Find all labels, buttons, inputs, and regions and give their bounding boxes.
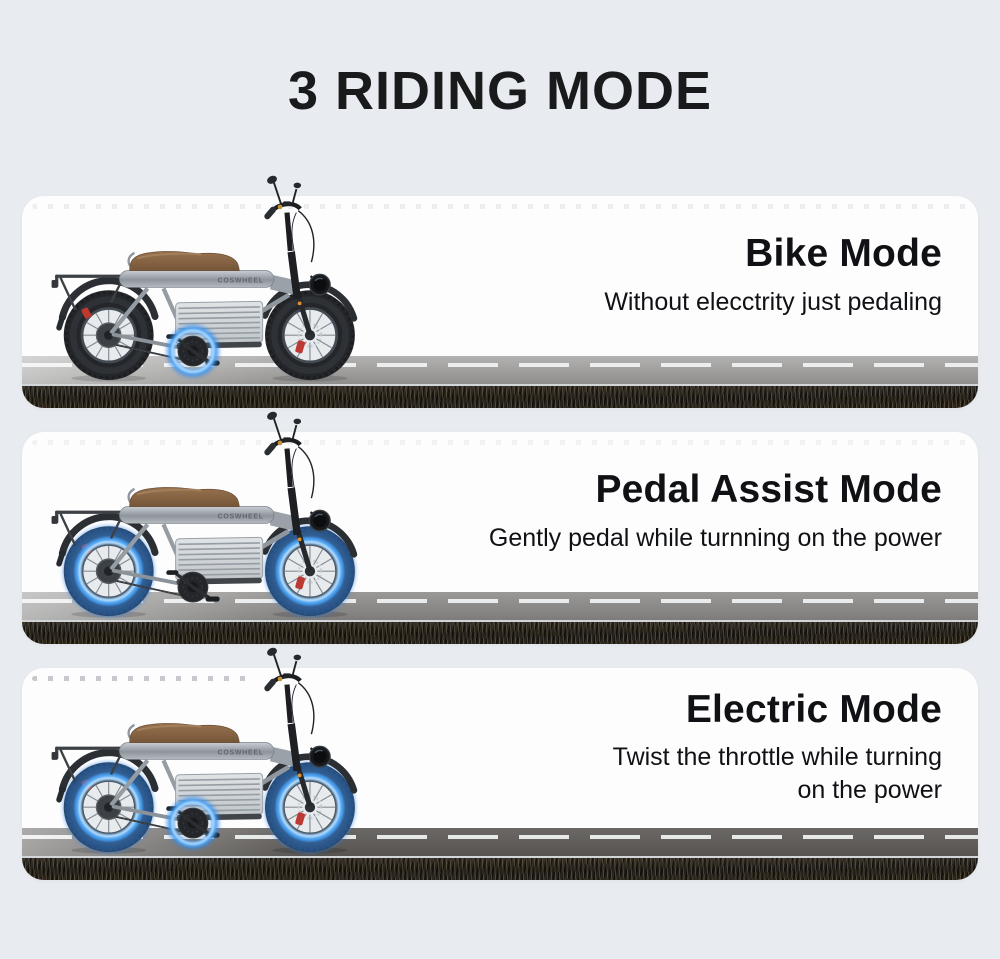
mode-panel-pedal-assist: COSWHEEL <box>22 411 978 644</box>
seat <box>129 487 240 507</box>
brand-label: COSWHEEL <box>218 749 264 756</box>
frame: COSWHEEL <box>109 487 295 600</box>
mode-text-block: Pedal Assist Mode Gently pedal while tur… <box>489 432 942 592</box>
mode-panel-bike: COSWHEEL <box>22 175 978 408</box>
road-edge-texture <box>22 384 978 408</box>
mode-title: Electric Mode <box>685 687 942 731</box>
rear-wheel <box>63 290 154 381</box>
ebike-illustration: COSWHEEL <box>51 647 358 854</box>
mode-subtitle: Gently pedal while turnning on the power <box>488 523 942 552</box>
mode-text-block: Bike Mode Without elecctrity just pedali… <box>604 196 942 356</box>
seat <box>129 723 240 743</box>
fork-handlebar <box>264 411 331 572</box>
headlight <box>308 509 331 532</box>
brand-label: COSWHEEL <box>218 513 264 520</box>
bike-slot: COSWHEEL <box>36 162 392 382</box>
wheel-glow <box>62 761 356 854</box>
mode-title: Pedal Assist Mode <box>595 468 942 512</box>
front-wheel <box>265 290 355 381</box>
mode-subtitle: Without elecctrity just pedaling <box>604 287 942 316</box>
mode-panel-electric: COSWHEEL <box>22 647 978 880</box>
seat <box>129 251 240 271</box>
mode-title: Bike Mode <box>745 232 942 276</box>
fork-handlebar <box>264 175 331 336</box>
bike-slot: COSWHEEL <box>36 398 392 618</box>
headlight <box>308 273 331 296</box>
ebike-illustration: COSWHEEL <box>51 175 358 382</box>
crankset <box>166 570 220 603</box>
mode-subtitle: Twist the throttle while turning on the … <box>612 743 942 805</box>
headlight <box>308 745 331 768</box>
dotted-line-decoration <box>32 440 968 445</box>
fork-handlebar <box>264 647 331 808</box>
road-edge-texture <box>22 620 978 644</box>
dotted-line-decoration <box>32 676 247 681</box>
wheel-glow <box>62 525 356 618</box>
page-title: 3 RIDING MODE <box>287 61 713 121</box>
brand-label: COSWHEEL <box>218 277 264 284</box>
pedal-glow <box>166 796 220 850</box>
pedal-glow <box>166 324 220 378</box>
mode-text-block: Electric Mode Twist the throttle while t… <box>613 668 942 828</box>
bike-slot: COSWHEEL <box>36 634 392 854</box>
road-edge-texture <box>22 856 978 880</box>
ebike-illustration: COSWHEEL <box>51 411 358 618</box>
dotted-line-decoration <box>32 204 968 209</box>
